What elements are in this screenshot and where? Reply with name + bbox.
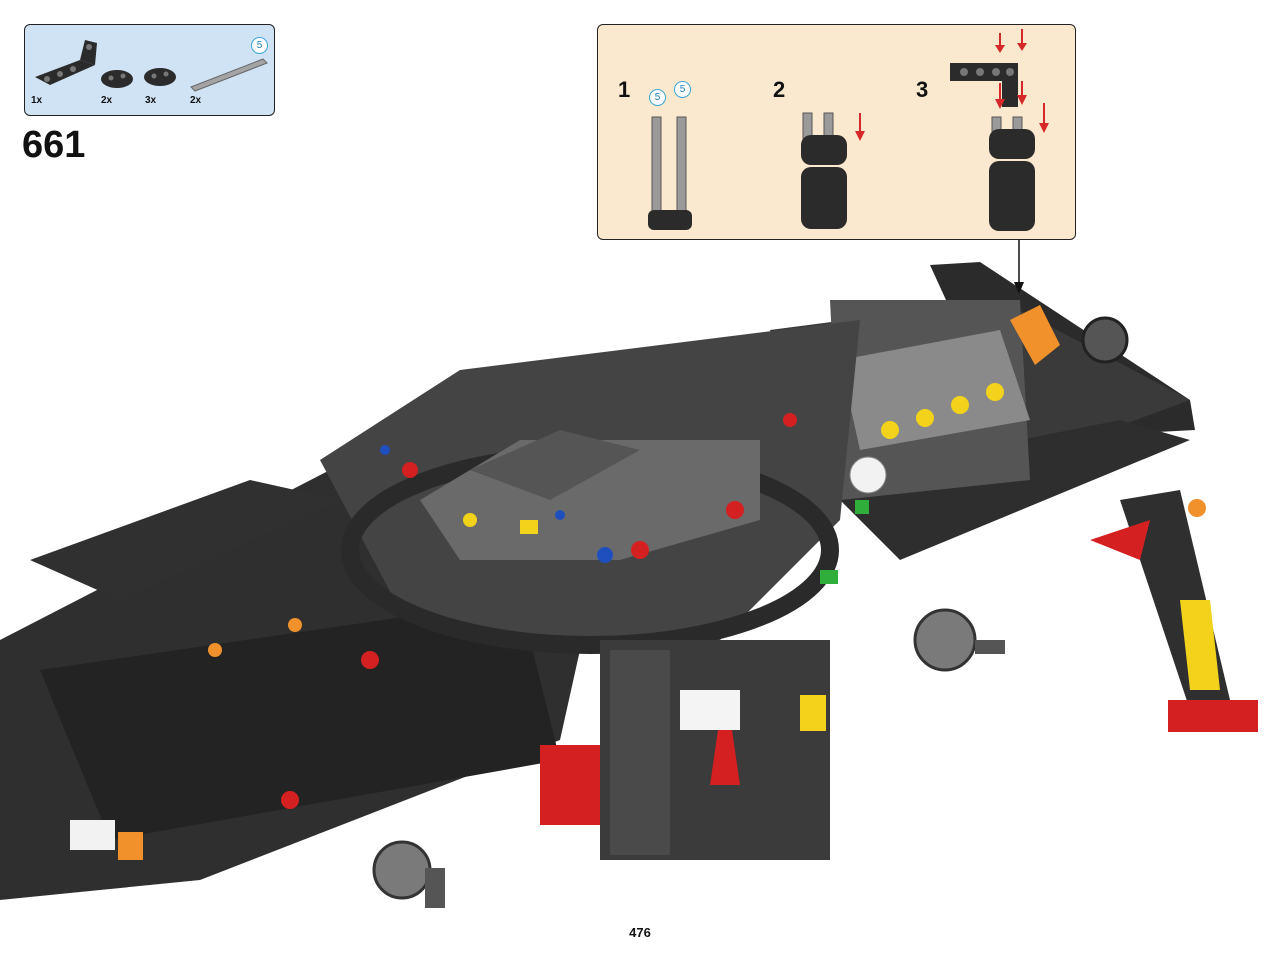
down-arrows-icon <box>995 29 1049 133</box>
sub-assembly-callout: 1 5 5 2 3 <box>597 24 1076 240</box>
sub-step-1-number: 1 <box>618 77 631 102</box>
engine-block <box>840 305 1129 494</box>
axle-length-label: 5 <box>674 81 691 98</box>
part-qty-axle: 2x <box>190 95 202 106</box>
part-qty-l-beam: 1x <box>31 95 43 106</box>
outriggers <box>70 608 1005 908</box>
center-column <box>540 640 830 860</box>
support-leg-right <box>1090 490 1258 732</box>
axle-pair-icon <box>648 116 692 230</box>
step-number: 661 <box>22 124 86 166</box>
beam-stack-icon <box>989 116 1035 231</box>
axle-length-label: 5 <box>251 37 268 54</box>
part-qty-beam-a: 2x <box>101 95 113 106</box>
beam-2-icon <box>144 68 176 86</box>
l-beam-icon <box>35 40 97 85</box>
beam-stack-icon <box>801 112 847 229</box>
sub-assembly-illustration <box>648 29 1049 231</box>
down-arrow-icon <box>855 113 865 141</box>
axle-5-icon <box>190 58 268 92</box>
l-beam-icon <box>950 63 1018 107</box>
parts-callout: 5 1x 2x 3x 2x <box>24 24 275 116</box>
axle-length-label: 5 <box>649 89 666 106</box>
accent-pins <box>208 413 869 809</box>
beam-2-icon <box>101 70 133 88</box>
turntable-frame <box>320 320 860 654</box>
sub-step-2-number: 2 <box>773 77 786 102</box>
callout-pointer-arrow-icon <box>1014 282 1024 294</box>
part-qty-beam-b: 3x <box>145 95 157 106</box>
page-number: 476 <box>629 925 651 940</box>
sub-step-3-number: 3 <box>916 77 929 102</box>
parts-illustration <box>35 40 268 92</box>
